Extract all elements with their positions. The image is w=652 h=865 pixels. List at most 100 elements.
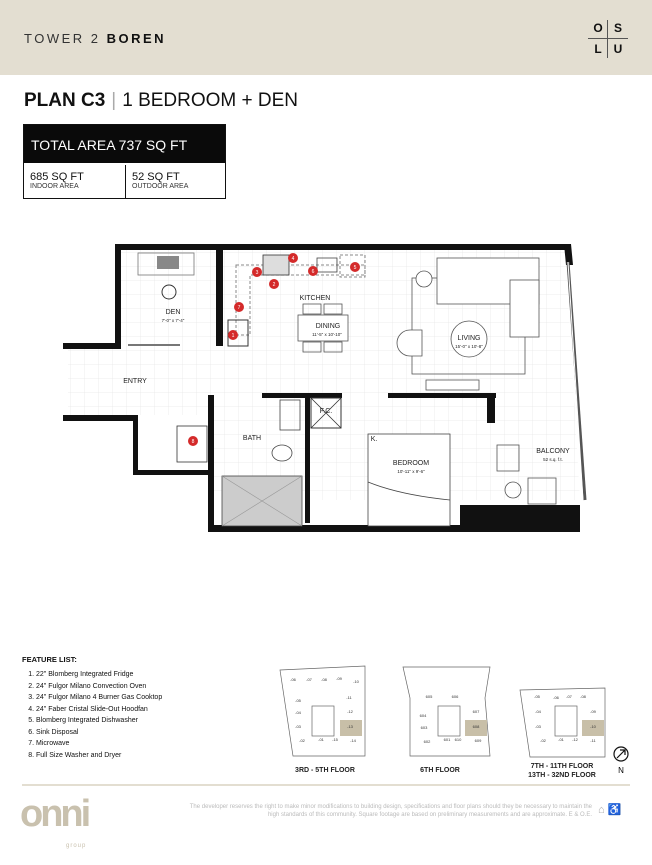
room-label-balcony: BALCONY (536, 448, 570, 455)
room-label-fc: F.C. (320, 408, 333, 415)
room-label-kitchen: KITCHEN (300, 295, 331, 302)
feature-marker-number: 2 (273, 282, 276, 288)
room-label-bedroom: BEDROOM (393, 460, 429, 467)
keyplan-unit: -11 (590, 738, 596, 743)
feature-marker-number: 1 (232, 333, 235, 339)
keyplan-unit: -14 (350, 738, 357, 743)
room-dim-dining: 11'-5" x 10'-10" (312, 332, 342, 337)
tower-name: TOWER 2 BOREN (24, 31, 167, 46)
keyplan-unit: -09 (336, 676, 343, 681)
keyplan-unit: -12 (572, 737, 579, 742)
keyplan-unit: -03 (295, 724, 302, 729)
keyplan-unit: -15 (332, 737, 339, 742)
keyplan-unit: 601 (444, 737, 451, 742)
svg-text:N: N (618, 766, 624, 775)
feature-marker-number: 6 (312, 269, 315, 275)
feature-marker-number: 8 (192, 439, 195, 445)
keyplan-unit: 603 (421, 725, 428, 730)
feature-marker (234, 302, 244, 312)
room-dim-bedroom: 10'-11" x 9'-6" (397, 469, 425, 474)
feature-marker (228, 330, 238, 340)
room-dim-den: 7'-0" x 7'-4" (162, 318, 185, 323)
keyplan-unit: -07 (566, 694, 573, 699)
feature-item: 24" Fulgor Milano Convection Oven (36, 683, 162, 690)
equal-housing-icon: ⌂ (598, 804, 605, 816)
keyplan-unit: -06 (553, 695, 560, 700)
header-band: TOWER 2 BOREN O S L U (0, 0, 652, 75)
room-label-den: DEN (166, 309, 181, 316)
keyplan-unit: -02 (299, 738, 306, 743)
keyplan-unit: 610 (455, 737, 462, 742)
keyplan-unit: -12 (347, 709, 354, 714)
keyplan-unit: -10 (590, 724, 597, 729)
feature-item: 24" Faber Cristal Slide-Out Hoodfan (36, 706, 162, 713)
feature-marker-number: 5 (354, 265, 357, 271)
keyplan-unit: -04 (535, 709, 542, 714)
keyplan-unit: -06 (290, 677, 297, 682)
room-label-entry: ENTRY (123, 378, 147, 385)
keyplan-unit: -08 (580, 694, 587, 699)
divider (22, 784, 630, 786)
accessibility-icon: ♿ (607, 804, 622, 816)
feature-marker (269, 279, 279, 289)
feature-marker-number: 4 (292, 256, 295, 262)
keyplan-unit: -05 (534, 694, 541, 699)
keyplan-label: 13TH - 32ND FLOOR (528, 772, 596, 779)
room-label-bath: BATH (243, 435, 261, 442)
keyplan-unit: -05 (295, 698, 302, 703)
keyplan-unit: -03 (535, 724, 542, 729)
keyplan-unit: 609 (475, 738, 482, 743)
keyplan-unit: -04 (295, 710, 302, 715)
keyplan-unit: -02 (540, 738, 547, 743)
feature-item: 22" Blomberg Integrated Fridge (36, 671, 162, 678)
feature-item: Full Size Washer and Dryer (36, 752, 162, 759)
walls (63, 244, 580, 532)
keyplan-unit: 608 (473, 724, 480, 729)
keyplan-unit: -09 (590, 709, 597, 714)
room-dim-living: 15'-0" x 10'-8" (455, 344, 483, 349)
feature-item: 24" Fulgor Milano 4 Burner Gas Cooktop (36, 694, 162, 701)
feature-item: Microwave (36, 740, 162, 747)
feature-marker (308, 266, 318, 276)
feature-list: FEATURE LIST: 22" Blomberg Integrated Fr… (22, 655, 162, 763)
keyplan-unit: 604 (420, 713, 427, 718)
feature-marker-number: 3 (256, 270, 259, 276)
page-title: PLAN C3|1 BEDROOM + DEN (24, 90, 299, 111)
keyplan-unit: -01 (318, 737, 325, 742)
feature-marker (252, 267, 262, 277)
keyplan-unit: -10 (353, 679, 360, 684)
keyplan-unit: 606 (452, 694, 459, 699)
keyplan-unit: -07 (306, 677, 313, 682)
key-plans: -06 -07 -08 -09 -10 -05 -11 -04 -12 -03 -13 -02 -01 -… (279, 665, 629, 779)
north-arrow-icon: N (613, 746, 629, 775)
feature-marker (288, 253, 298, 263)
keyplan-unit: -13 (347, 724, 354, 729)
room-label-living: LIVING (458, 335, 481, 342)
keyplan-unit: -08 (321, 677, 328, 682)
feature-marker-number: 7 (238, 305, 241, 311)
keyplan-unit: 607 (473, 709, 480, 714)
room-label-dining: DINING (316, 323, 341, 330)
feature-marker (188, 436, 198, 446)
keyplan-unit: -11 (346, 695, 352, 700)
keyplan-unit: -01 (558, 737, 565, 742)
keyplan-unit: 605 (426, 694, 433, 699)
room-dim-balcony: 52 s.q. f.t. (543, 457, 563, 462)
disclaimer: The developer reserves the right to make… (189, 804, 592, 818)
keyplan-label: 3RD - 5TH FLOOR (295, 767, 355, 774)
oslu-logo: O S L U (588, 20, 628, 58)
keyplan-label: 6TH FLOOR (420, 767, 460, 774)
keyplan-label: 7TH - 11TH FLOOR (531, 763, 594, 770)
feature-marker (350, 262, 360, 272)
keyplan-unit: 602 (424, 739, 431, 744)
highlight-unit (465, 720, 487, 736)
highlight-unit (340, 720, 362, 736)
feature-item: Sink Disposal (36, 729, 162, 736)
floor-plan: DEN 7'-0" x 7'-4" KITCHEN DINING 11'-5" … (63, 244, 587, 532)
total-area: TOTAL AREA 737 SQ FT (24, 125, 225, 163)
highlight-unit (582, 720, 604, 736)
